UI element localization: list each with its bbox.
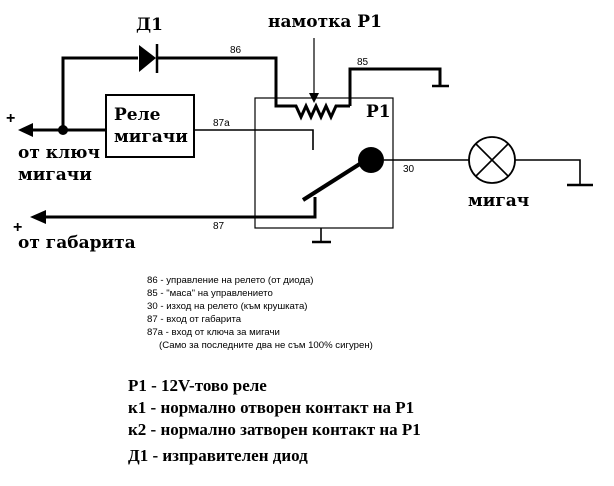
pin-30-label: 30	[403, 164, 415, 175]
key-label-line2: мигачи	[18, 165, 92, 185]
pin-87-label: 87	[213, 221, 225, 232]
pin-86-label: 86	[230, 45, 242, 56]
switch-pivot	[358, 147, 384, 173]
wire-lamp-ground	[515, 159, 581, 185]
pin-legend: 86 - управление на релето (от диода) 85 …	[147, 274, 373, 353]
definition-item: к1 - нормално отворен контакт на Р1	[128, 398, 415, 417]
flasher-relay-box	[105, 94, 195, 158]
wire-86	[158, 56, 290, 108]
parking-input-arrow-icon	[30, 210, 46, 224]
legend-item: 30 - изход на релето (към крушката)	[147, 301, 308, 313]
key-input-arrow-icon	[18, 123, 33, 137]
coil-winding-icon	[290, 102, 350, 121]
definition-item: к2 - нормално затворен контакт на Р1	[128, 420, 421, 439]
wire-diode-branch	[61, 56, 138, 130]
coil-label: намотка Р1	[268, 12, 382, 32]
key-label-line1: от ключ	[18, 143, 100, 163]
relay-p1-box	[254, 97, 394, 229]
definition-item: Д1 - изправителен диод	[128, 446, 308, 465]
diode-icon	[139, 44, 159, 73]
wire-87a	[194, 129, 314, 150]
relay-ground-icon	[312, 228, 331, 244]
pin-85-label: 85	[357, 57, 369, 68]
coil-pointer-arrow-icon	[309, 38, 319, 103]
parking-plus-label: +	[13, 219, 22, 236]
legend-item: 87a - вход от ключа за мигачи	[147, 327, 280, 339]
junction-dot	[58, 125, 68, 135]
legend-item: 87 - вход от габарита	[147, 314, 242, 326]
flasher-box-label-line2: мигачи	[114, 127, 188, 147]
wire-87	[44, 197, 317, 219]
key-plus-label: +	[6, 110, 15, 127]
lamp-icon	[468, 136, 516, 184]
parking-label: от габарита	[18, 233, 136, 253]
pin-87a-label: 87a	[213, 118, 230, 129]
diode-label: Д1	[136, 15, 163, 35]
lamp-label: мигач	[468, 191, 529, 211]
switch-arm	[301, 158, 368, 202]
legend-note: (Само за последните два не съм 100% сигу…	[159, 340, 373, 352]
flasher-box-label-line1: Реле	[114, 105, 161, 125]
legend-item: 85 - "маса" на управлението	[147, 288, 273, 300]
definition-item: Р1 - 12V-тово реле	[128, 376, 267, 395]
wire-85	[348, 67, 442, 106]
relay-p1-label: Р1	[366, 102, 391, 122]
legend-item: 86 - управление на релето (от диода)	[147, 275, 314, 286]
component-definitions: Р1 - 12V-тово реле к1 - нормално отворен…	[128, 375, 421, 467]
